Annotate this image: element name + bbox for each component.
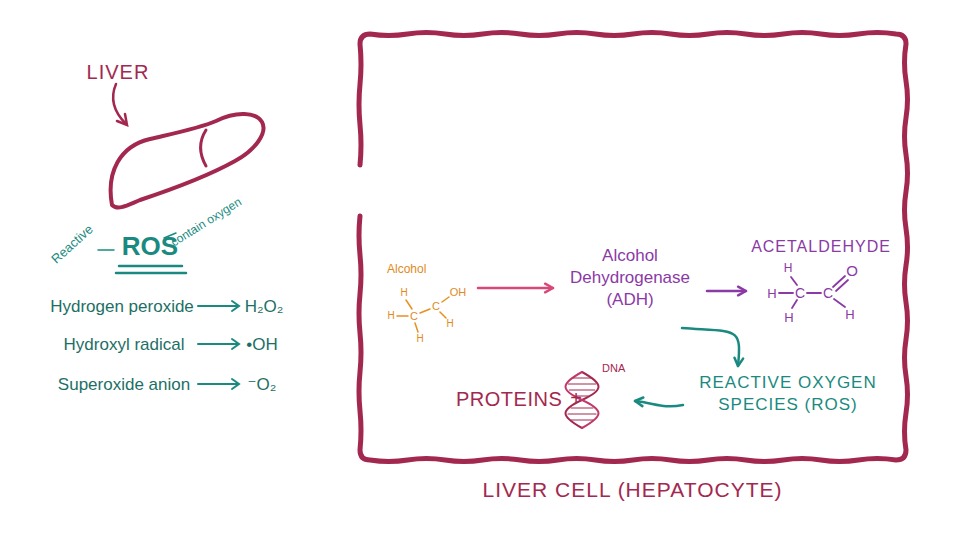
cell-region: LIVER CELL (HEPATOCYTE) Alcohol Alcohol De… xyxy=(350,20,915,520)
cell-membrane xyxy=(359,33,908,462)
atom-symbol: C xyxy=(432,301,440,312)
formula: •OH xyxy=(246,336,277,353)
atom-symbol: H xyxy=(767,287,776,300)
helix-rung xyxy=(568,413,596,414)
node-text: PROTEINS xyxy=(456,388,562,411)
liver-lobe-line xyxy=(200,130,206,166)
node-text: REACTIVE OXYGEN SPECIES (ROS) xyxy=(686,370,890,418)
atom-symbol: H xyxy=(416,334,423,344)
annotation: contain oxygen xyxy=(169,196,244,249)
atom-symbol: C xyxy=(795,286,805,300)
acetaldehyde-bonds xyxy=(779,276,848,308)
atom-symbol: H xyxy=(845,308,854,321)
list-item: Hydroxyl radical xyxy=(64,336,185,353)
atom-symbol: H xyxy=(784,262,793,274)
arrow-head xyxy=(735,358,744,366)
arrow-head xyxy=(635,398,643,407)
atom-symbol: O xyxy=(846,263,858,278)
node-text: Alcohol Dehydrogenase (ADH) xyxy=(556,243,704,313)
region-heading: LIVER CELL (HEPATOCYTE) xyxy=(350,478,915,502)
alcohol-bonds xyxy=(397,297,449,332)
flow-arrow xyxy=(707,290,746,293)
organ-label: LIVER xyxy=(87,62,150,82)
helix-rung xyxy=(573,377,590,378)
atom-symbol: H xyxy=(446,319,453,329)
enzyme-node: Alcohol Dehydrogenase (ADH) xyxy=(556,243,704,325)
arrow-head xyxy=(738,287,746,296)
formula: ⁻O₂ xyxy=(248,376,277,393)
helix-rung xyxy=(568,383,595,384)
target-node: PROTEINS + DNA xyxy=(452,362,632,430)
atom-symbol: H xyxy=(784,311,793,324)
atom-symbol: OH xyxy=(450,287,467,298)
annotation: Reactive xyxy=(49,222,95,266)
molecule-node: ACETALDEHYDE xyxy=(749,236,893,328)
list-arrow xyxy=(198,339,239,349)
list-item: Superoxide anion xyxy=(58,376,190,393)
atom-symbol: C xyxy=(410,311,418,322)
ros-underline xyxy=(116,272,186,275)
reactive-leader xyxy=(98,249,114,251)
flow-arrow xyxy=(478,287,553,290)
list-arrow xyxy=(198,379,239,389)
node-text: Alcohol xyxy=(383,262,475,276)
dna-helix xyxy=(566,372,599,428)
atom-symbol: H xyxy=(400,288,407,298)
atom-symbol: C xyxy=(823,286,833,300)
liver-pointer-head xyxy=(117,114,127,125)
arrow-head xyxy=(545,284,553,293)
ros-underline xyxy=(119,265,182,268)
formula: H₂O₂ xyxy=(245,298,284,315)
product-node: REACTIVE OXYGEN SPECIES (ROS) xyxy=(686,370,890,428)
liver-outline xyxy=(111,114,264,208)
molecule-node: Alcohol xyxy=(383,262,475,350)
flow-arrow xyxy=(682,328,739,366)
node-text: DNA xyxy=(602,362,625,374)
atom-symbol: H xyxy=(387,311,394,321)
list-item: Hydrogen peroxide xyxy=(50,298,194,315)
helix-rung xyxy=(571,419,593,420)
list-arrow xyxy=(198,301,239,311)
liver-pointer xyxy=(113,84,126,124)
node-text: + xyxy=(570,387,582,410)
node-text: ACETALDEHYDE xyxy=(749,236,893,256)
